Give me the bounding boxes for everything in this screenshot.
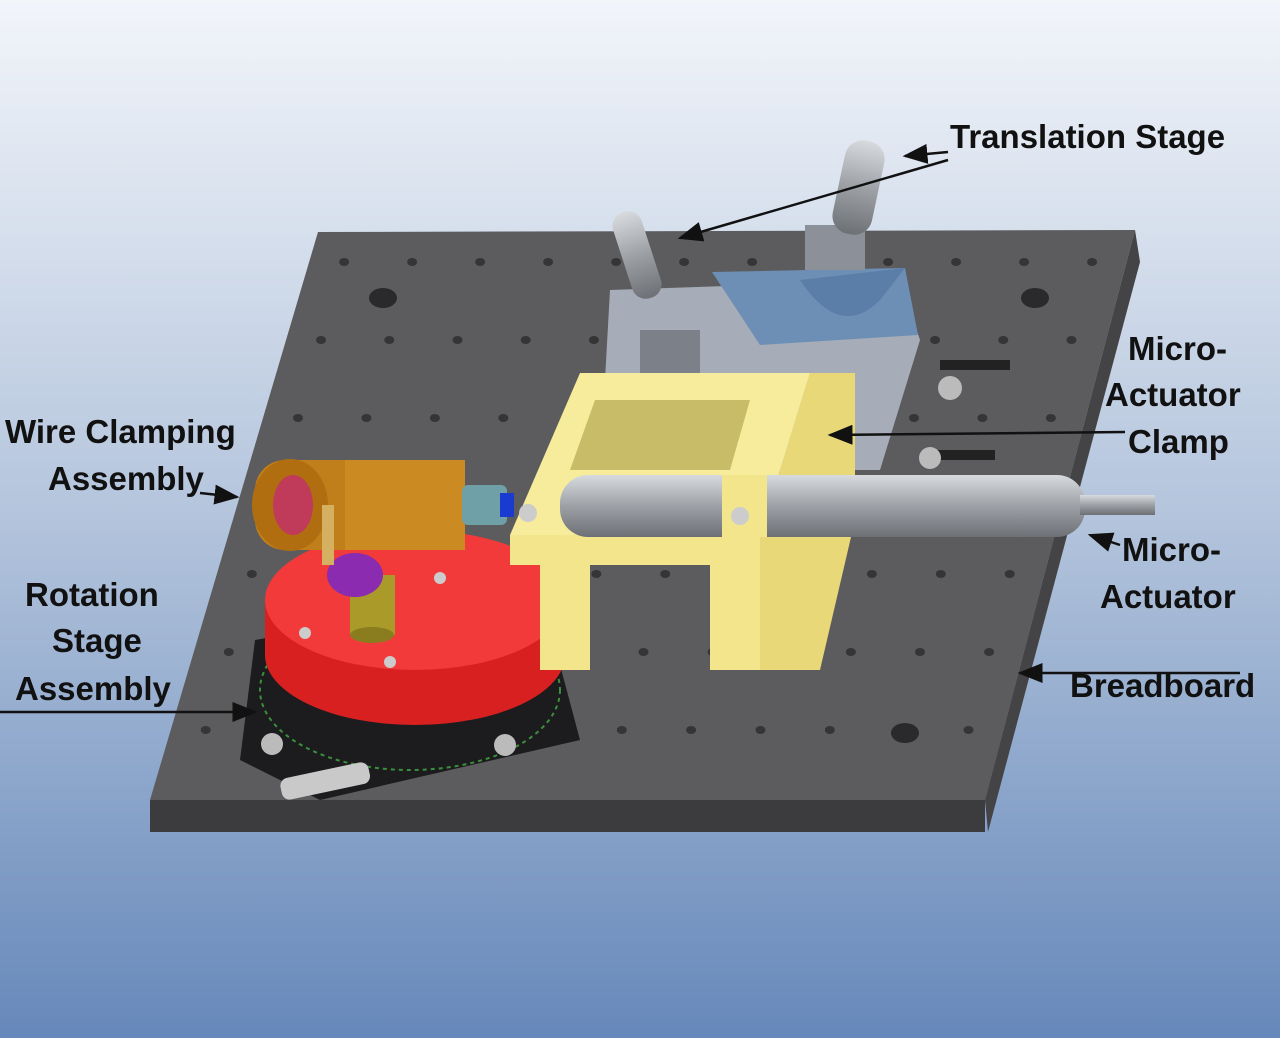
breadboard-hole [588,336,599,344]
wire-clamping-assembly [252,459,514,565]
breadboard-hole [679,258,690,266]
breadboard-hole [998,336,1009,344]
micro-actuator [519,475,1155,537]
breadboard-hole [520,336,531,344]
breadboard-hole [963,726,974,734]
breadboard-hole [611,258,622,266]
label-wire-clamping-2: Assembly [48,460,205,497]
breadboard-hole [935,570,946,578]
label-micro-actuator-clamp-1: Micro- [1128,330,1227,367]
breadboard-hole [984,648,995,656]
label-micro-actuator-1: Micro- [1122,531,1221,568]
breadboard-hole [747,258,758,266]
micro-actuator-arrow [1087,532,1121,552]
breadboard-hole [660,570,671,578]
breadboard-hole [407,258,418,266]
breadboard-hole [452,336,463,344]
breadboard-hole [246,570,257,578]
breadboard-hole [755,726,766,734]
breadboard-hole [384,336,395,344]
breadboard-hole [361,414,372,422]
label-breadboard: Breadboard [1070,667,1255,704]
breadboard-hole [908,414,919,422]
label-rotation-stage-1: Rotation [25,576,159,613]
label-rotation-stage-2: Stage [52,622,142,659]
breadboard-hole [845,648,856,656]
breadboard-hole [951,258,962,266]
breadboard-hole [977,414,988,422]
translation-stage-arrow-2 [677,158,949,242]
breadboard-hole [883,258,894,266]
breadboard-hole [292,414,303,422]
label-rotation-stage-3: Assembly [15,670,172,707]
breadboard-hole [686,726,697,734]
label-micro-actuator-clamp-2: Actuator [1105,376,1241,413]
breadboard-hole [339,258,350,266]
clamp-arrow [827,424,1126,445]
breadboard-hole [1066,336,1077,344]
breadboard-hole [429,414,440,422]
translation-stage-arrow-1 [902,143,949,164]
breadboard-hole [824,726,835,734]
label-micro-actuator-2: Actuator [1100,578,1236,615]
label-wire-clamping-1: Wire Clamping [5,413,236,450]
breadboard-hole [930,336,941,344]
breadboard-hole [1087,258,1098,266]
breadboard-hole [1045,414,1056,422]
breadboard-hole [223,648,234,656]
breadboard-hole [638,648,649,656]
label-translation-stage: Translation Stage [950,118,1225,155]
label-micro-actuator-clamp-3: Clamp [1128,423,1229,460]
breadboard-hole [616,726,627,734]
breadboard-hole [591,570,602,578]
rotation-stage-assembly [240,530,580,800]
breadboard-hole [543,258,554,266]
breadboard-hole [498,414,509,422]
breadboard-hole [475,258,486,266]
breadboard-hole [200,726,211,734]
breadboard-hole [1004,570,1015,578]
breadboard-hole [914,648,925,656]
breadboard-hole [866,570,877,578]
breadboard-hole [316,336,327,344]
breadboard-hole [1019,258,1030,266]
wire-clamp-arrow [199,484,240,505]
